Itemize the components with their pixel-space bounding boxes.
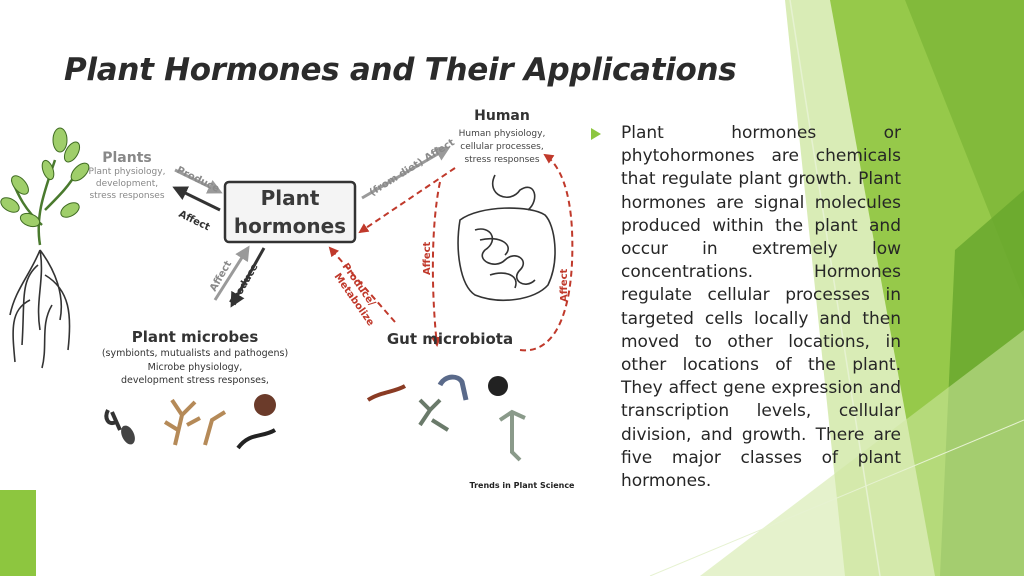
- plant-hormones-box: [223, 180, 357, 244]
- body-text: Plant hormones or phytohormones are chem…: [621, 123, 901, 492]
- arrow-from-diet-affect: [361, 146, 451, 200]
- microbes-line-2: Microbe physiology,: [148, 362, 243, 373]
- label-affect-gut-right: Affect: [559, 268, 570, 302]
- arrow-produce-metabolize: [328, 246, 396, 323]
- label-affect-plants: Affect: [177, 209, 212, 234]
- intestine-illustration: [457, 174, 556, 301]
- human-line-3: stress responses: [464, 155, 539, 165]
- microbes-title: Plant microbes: [132, 328, 259, 346]
- arrow-human-to-hormones: [358, 167, 456, 234]
- credit-trends-plant-science: Trends in Plant Science: [470, 481, 576, 490]
- center-line-2: hormones: [234, 214, 346, 238]
- plants-line-1: Plant physiology,: [89, 167, 166, 177]
- plant-microbes-illustration: [104, 394, 277, 450]
- microbes-line-3: development stress responses,: [121, 375, 269, 386]
- label-from-diet-affect: (from diet) Affect: [368, 137, 457, 198]
- human-line-2: cellular processes,: [460, 142, 543, 152]
- plants-line-2: development,: [96, 179, 158, 189]
- gut-microbes-illustration: [366, 374, 526, 462]
- label-affect-gut-left: Affect: [422, 241, 433, 275]
- arrow-affect-gut-left: [431, 181, 442, 347]
- plants-line-3: stress responses: [89, 191, 164, 201]
- label-produce-microbes: Produce: [228, 262, 261, 308]
- slide-title: Plant Hormones and Their Applications: [64, 52, 737, 88]
- plant-illustration: [0, 127, 90, 369]
- bullet-arrow-icon: [591, 128, 601, 140]
- arrow-affect-plants: [172, 186, 221, 212]
- human-title: Human: [474, 108, 530, 124]
- arrow-produce-plants: [174, 168, 223, 194]
- arrow-affect-gut-right: [519, 153, 574, 352]
- human-line-1: Human physiology,: [459, 129, 546, 139]
- arrow-affect-microbes: [213, 245, 250, 301]
- center-line-1: Plant: [261, 186, 320, 210]
- plant-hormones-diagram: Plants Plant physiology, development, st…: [0, 108, 576, 490]
- microbes-line-1: (symbionts, mutualists and pathogens): [102, 348, 288, 359]
- plants-title: Plants: [102, 150, 152, 166]
- gut-title: Gut microbiota: [387, 330, 513, 348]
- arrow-produce-microbes: [230, 247, 266, 308]
